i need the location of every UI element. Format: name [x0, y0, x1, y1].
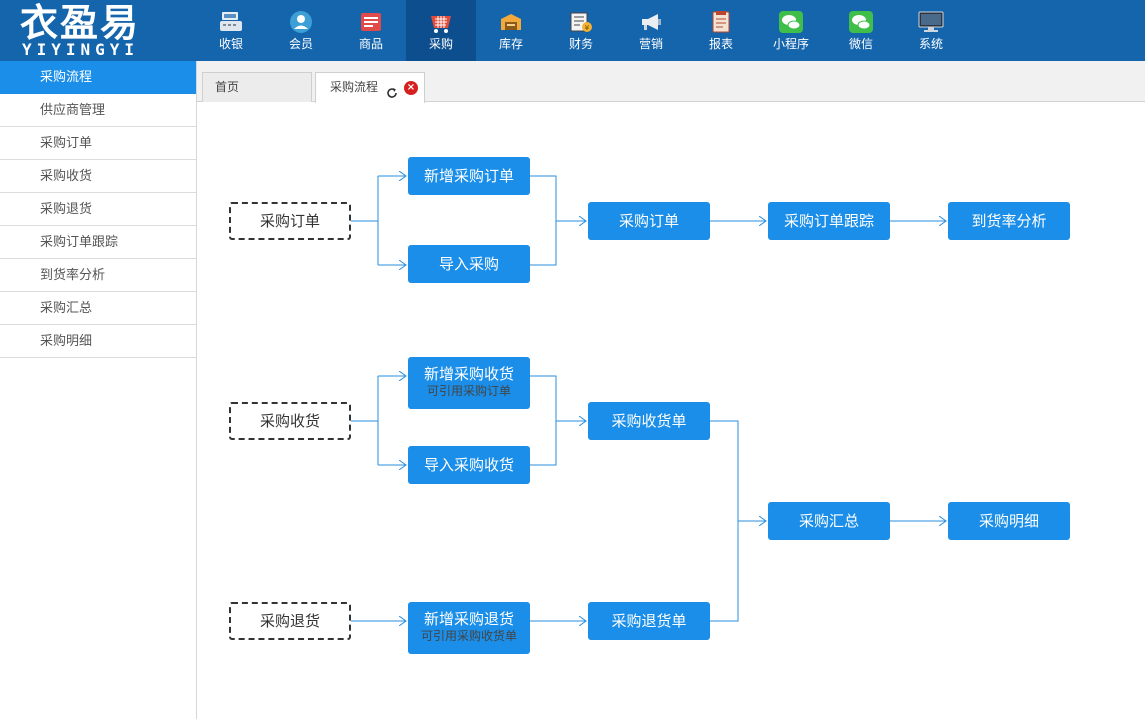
- nav-item-wechat[interactable]: 微信: [826, 0, 896, 61]
- sidebar-item-purchase-flow[interactable]: 采购流程: [0, 61, 196, 94]
- nav-label: 采购: [428, 37, 453, 51]
- refresh-icon[interactable]: [386, 81, 398, 98]
- sidebar-item-purchase-order[interactable]: 采购订单: [0, 127, 196, 160]
- megaphone-icon: [638, 10, 664, 34]
- main-nav: 收银 会员 商品 采购 库存 ¥: [196, 0, 966, 61]
- sidebar-item-purchase-return[interactable]: 采购退货: [0, 193, 196, 226]
- flow-receiving-doc-button[interactable]: 采购收货单: [588, 402, 710, 440]
- nav-item-report[interactable]: 报表: [686, 0, 756, 61]
- flow-import-receiving-button[interactable]: 导入采购收货: [408, 446, 530, 484]
- flow-purchase-order-button[interactable]: 采购订单: [588, 202, 710, 240]
- report-icon: [708, 10, 734, 34]
- tab-home[interactable]: 首页: [202, 72, 312, 102]
- nav-label: 微信: [848, 37, 873, 51]
- sidebar-item-arrival-rate[interactable]: 到货率分析: [0, 259, 196, 292]
- sidebar-item-purchase-summary[interactable]: 采购汇总: [0, 292, 196, 325]
- wechat-icon: [848, 10, 874, 34]
- tab-bar: 首页 采购流程 ×: [197, 61, 1145, 103]
- nav-item-mini-program[interactable]: 小程序: [756, 0, 826, 61]
- nav-item-purchase[interactable]: 采购: [406, 0, 476, 61]
- flow-arrival-rate-button[interactable]: 到货率分析: [948, 202, 1070, 240]
- nav-item-member[interactable]: 会员: [266, 0, 336, 61]
- member-icon: [288, 10, 314, 34]
- tab-label: 采购流程: [330, 80, 379, 94]
- logo-sub-text: YIYINGYI: [22, 40, 140, 59]
- wechat-icon: [778, 10, 804, 34]
- close-icon[interactable]: ×: [404, 81, 418, 95]
- nav-item-system[interactable]: 系统: [896, 0, 966, 61]
- sidebar-item-order-tracking[interactable]: 采购订单跟踪: [0, 226, 196, 259]
- nav-label: 财务: [568, 37, 593, 51]
- nav-label: 小程序: [772, 37, 809, 51]
- flow-return-doc-button[interactable]: 采购退货单: [588, 602, 710, 640]
- sidebar-item-supplier-management[interactable]: 供应商管理: [0, 94, 196, 127]
- nav-item-cashier[interactable]: 收银: [196, 0, 266, 61]
- finance-icon: ¥: [568, 10, 594, 34]
- flow-new-return-button[interactable]: 新增采购退货 可引用采购收货单: [408, 602, 530, 654]
- flow-start-purchase-receiving: 采购收货: [229, 402, 351, 440]
- flow-start-purchase-order: 采购订单: [229, 202, 351, 240]
- nav-label: 库存: [498, 37, 523, 51]
- flow-purchase-detail-button[interactable]: 采购明细: [948, 502, 1070, 540]
- cash-register-icon: [218, 10, 244, 34]
- flow-new-receiving-label: 新增采购收货: [423, 365, 514, 383]
- nav-label: 营销: [638, 37, 663, 51]
- nav-label: 报表: [708, 37, 733, 51]
- nav-item-marketing[interactable]: 营销: [616, 0, 686, 61]
- top-navigation-bar: 衣盈易 YIYINGYI 收银 会员 商品 采购: [0, 0, 1145, 61]
- sidebar-item-purchase-detail[interactable]: 采购明细: [0, 325, 196, 358]
- nav-label: 收银: [218, 37, 243, 51]
- nav-label: 会员: [288, 37, 313, 51]
- purchase-basket-icon: [428, 10, 454, 34]
- flow-purchase-summary-button[interactable]: 采购汇总: [768, 502, 890, 540]
- nav-label: 系统: [918, 37, 943, 51]
- flow-start-purchase-return: 采购退货: [229, 602, 351, 640]
- flow-new-return-note: 可引用采购收货单: [420, 629, 517, 643]
- inventory-icon: [498, 10, 524, 34]
- sidebar-item-purchase-receiving[interactable]: 采购收货: [0, 160, 196, 193]
- nav-item-finance[interactable]: ¥ 财务: [546, 0, 616, 61]
- flow-new-purchase-order-button[interactable]: 新增采购订单: [408, 157, 530, 195]
- product-icon: [358, 10, 384, 34]
- flow-import-purchase-button[interactable]: 导入采购: [408, 245, 530, 283]
- flow-new-receiving-button[interactable]: 新增采购收货 可引用采购订单: [408, 357, 530, 409]
- nav-item-product[interactable]: 商品: [336, 0, 406, 61]
- svg-text:¥: ¥: [585, 24, 590, 32]
- flow-order-tracking-button[interactable]: 采购订单跟踪: [768, 202, 890, 240]
- tab-purchase-flow[interactable]: 采购流程 ×: [315, 72, 425, 103]
- flow-new-receiving-note: 可引用采购订单: [426, 384, 511, 398]
- flow-new-return-label: 新增采购退货: [423, 610, 514, 628]
- monitor-icon: [918, 10, 944, 34]
- nav-item-inventory[interactable]: 库存: [476, 0, 546, 61]
- app-logo: 衣盈易 YIYINGYI: [0, 0, 197, 61]
- purchase-flowchart: 采购订单 新增采购订单 导入采购 采购订单 采购订单跟踪 到货率分析 采购收货 …: [197, 102, 1145, 719]
- flow-connectors: [351, 102, 1145, 719]
- logo-main-text: 衣盈易: [20, 1, 141, 45]
- sidebar: 采购流程 供应商管理 采购订单 采购收货 采购退货 采购订单跟踪 到货率分析 采…: [0, 61, 197, 719]
- nav-label: 商品: [358, 37, 383, 51]
